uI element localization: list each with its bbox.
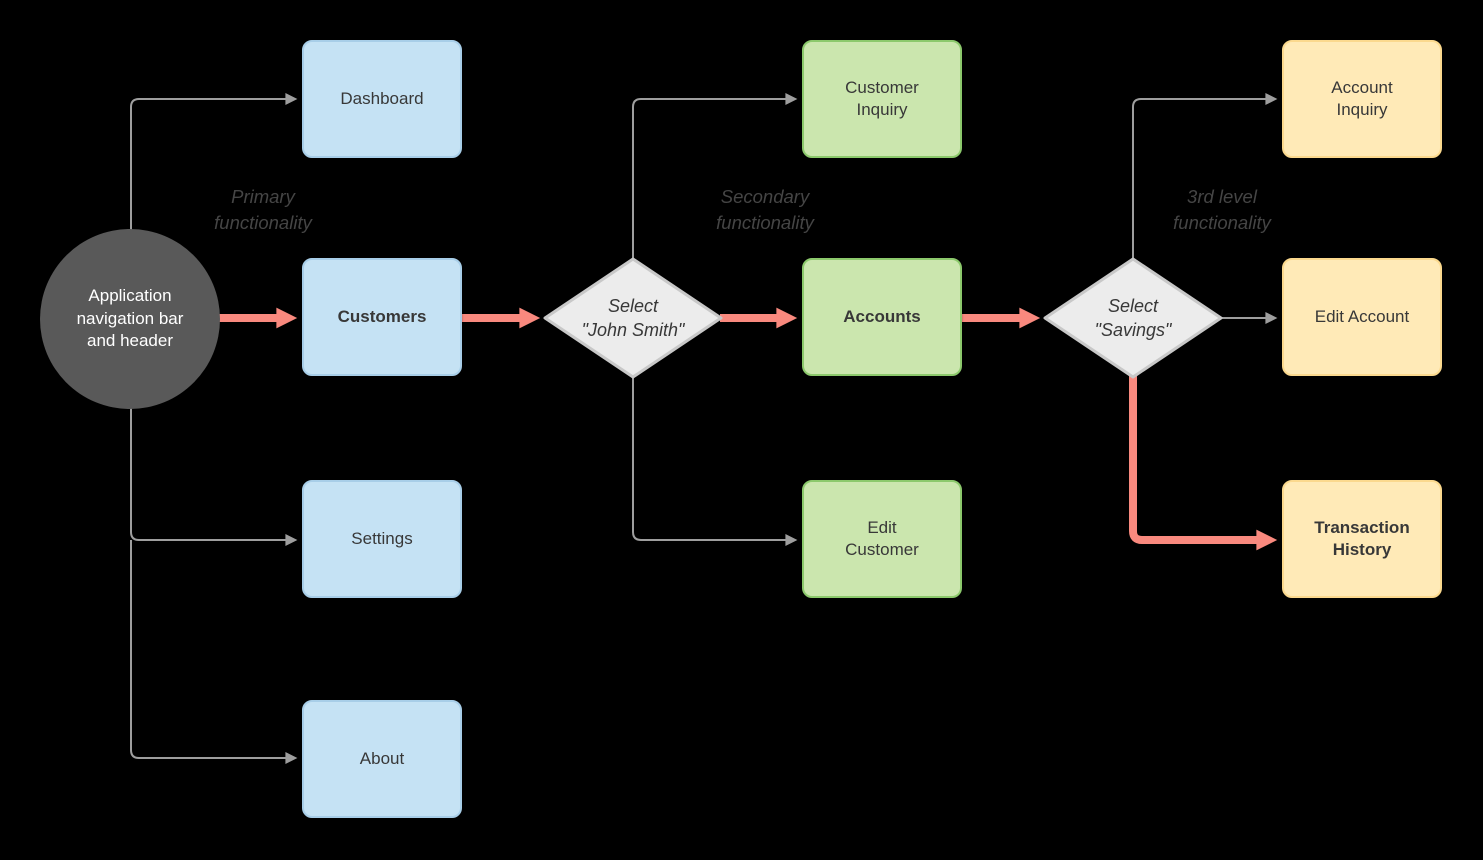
connector-header-to-settings bbox=[130, 320, 298, 546]
connector-savings-to-account-inquiry bbox=[1132, 93, 1278, 261]
highlight-arrow-savings-to-transaction-history bbox=[1129, 375, 1278, 551]
node-transaction-history[interactable]: Transaction History bbox=[1282, 480, 1442, 598]
node-dashboard[interactable]: Dashboard bbox=[302, 40, 462, 158]
section-label-secondary: Secondary functionality bbox=[716, 186, 814, 233]
section-label-third-level: 3rd level functionality bbox=[1173, 186, 1271, 233]
connector-johnsmith-to-customer-inquiry bbox=[632, 93, 798, 261]
node-accounts[interactable]: Accounts bbox=[802, 258, 962, 376]
node-edit-account[interactable]: Edit Account bbox=[1282, 258, 1442, 376]
decision-select-savings-shape[interactable] bbox=[1043, 257, 1223, 379]
node-settings[interactable]: Settings bbox=[302, 480, 462, 598]
node-account-inquiry[interactable]: Account Inquiry bbox=[1282, 40, 1442, 158]
decision-select-john-smith-shape[interactable] bbox=[543, 257, 723, 379]
connector-header-to-dashboard bbox=[130, 93, 298, 320]
connector-johnsmith-to-edit-customer bbox=[632, 377, 798, 546]
node-about[interactable]: About bbox=[302, 700, 462, 818]
connector-header-to-about bbox=[130, 540, 298, 764]
section-label-primary: Primary functionality bbox=[214, 186, 312, 233]
node-edit-customer[interactable]: Edit Customer bbox=[802, 480, 962, 598]
start-node-app-navigation[interactable]: Application navigation bar and header bbox=[40, 229, 220, 409]
node-customers[interactable]: Customers bbox=[302, 258, 462, 376]
node-customer-inquiry[interactable]: Customer Inquiry bbox=[802, 40, 962, 158]
